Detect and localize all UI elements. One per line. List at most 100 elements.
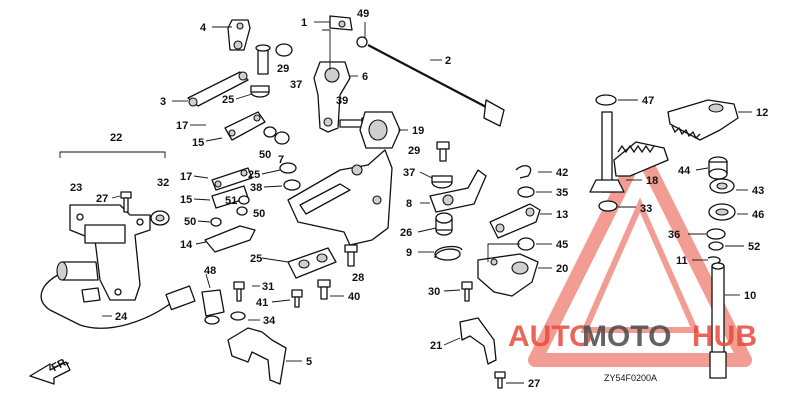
connector-1 [329,15,353,31]
callout-25-top: 25 [222,94,234,106]
callout-12: 12 [756,107,768,119]
link-17-lower [211,167,253,191]
watermark-text: AUTO MOTO HUB [508,320,757,353]
callout-31: 31 [262,281,274,293]
bolt-27-left [120,191,132,213]
callout-43: 43 [752,185,764,197]
callout-39: 39 [336,95,348,107]
connector-48 [201,289,225,325]
callout-38: 38 [250,182,262,194]
main-bracket [287,149,393,246]
pin-29 [255,44,271,75]
callout-25-low: 25 [250,253,262,265]
callout-5: 5 [306,356,312,368]
arm-8 [429,169,487,213]
callout-1: 1 [301,17,307,29]
callout-29-center: 29 [408,145,420,157]
callouts: 4 1 49 2 29 37 6 3 25 39 19 17 15 50 7 2… [70,8,768,390]
washer-36 [706,228,726,240]
callout-15-lower: 15 [180,194,192,206]
shift-rod-10 [709,262,727,379]
shift-lever-6 [313,61,351,133]
bushing-45 [517,237,535,251]
link-13 [489,203,541,239]
washer-50c [236,206,248,216]
watermark-moto: MOTO [582,320,671,353]
callout-6: 6 [362,71,368,83]
collar-26 [435,212,453,236]
callout-21: 21 [430,340,442,352]
bolt-31 [233,281,245,302]
callout-41: 41 [256,297,268,309]
callout-37-top: 37 [290,79,302,91]
holder-20 [477,253,539,297]
bolt-29-center [436,141,450,162]
collar-44 [708,156,728,180]
link-15-upper [224,111,266,141]
callout-45: 45 [556,239,568,251]
callout-17-upper: 17 [176,120,188,132]
callout-17-lower: 17 [180,171,192,183]
gear-sector-12 [667,99,739,141]
callout-32: 32 [157,177,169,189]
callout-18: 18 [646,175,658,187]
bearing-46 [708,203,736,221]
collar-38 [283,179,301,191]
lever-4 [227,19,251,51]
watermark-logo [528,143,752,367]
callout-20: 20 [556,263,568,275]
callout-40: 40 [348,291,360,303]
callout-24: 24 [115,311,128,323]
shift-cable-2 [356,36,505,127]
watermark-hub: HUB [692,320,757,353]
callout-26: 26 [400,227,412,239]
callout-3: 3 [160,96,166,108]
washer-34 [230,311,246,321]
bolt-30 [461,281,473,302]
callout-49: 49 [357,8,369,20]
callout-8: 8 [406,198,412,210]
clip-42 [515,165,532,179]
washer-7 [274,131,290,145]
callout-44: 44 [678,165,691,177]
callout-34: 34 [263,315,276,327]
link-rod-3 [187,71,249,107]
callout-7: 7 [278,154,284,166]
bracket-21 [459,317,497,365]
plate-14 [204,225,256,253]
bolt-27-bottom [494,371,506,389]
watermark-inner-triangle [580,197,700,333]
collar-37-center [431,175,453,189]
callout-2: 2 [445,55,451,67]
callout-35: 35 [556,187,568,199]
callout-52: 52 [748,241,760,253]
watermark-triangle [528,143,752,367]
callout-9: 9 [406,247,412,259]
callout-47: 47 [642,95,654,107]
callout-11: 11 [676,255,688,267]
bolt-40 [317,279,331,300]
callout-19: 19 [412,125,424,137]
circlip-52 [708,241,724,251]
callout-36: 36 [668,229,680,241]
callout-27-left: 27 [96,193,108,205]
washer-50a [263,126,277,138]
callout-48: 48 [204,265,216,277]
bracket-assembly-22 [40,151,196,329]
bushing-25-top [250,85,270,98]
diagram-code: ZY54F0200A [604,373,657,383]
callout-15-upper: 15 [192,137,204,149]
callout-14: 14 [180,239,193,251]
callout-27-bottom: 27 [528,378,540,390]
callout-50-a: 50 [259,149,271,161]
callout-37-center: 37 [403,167,415,179]
plate-5 [227,327,287,385]
washer-33 [598,200,618,212]
bearing-43 [709,178,735,194]
callout-22: 22 [110,132,122,144]
callout-30: 30 [428,286,440,298]
rubber-mount [287,247,337,279]
washer-50b [210,217,222,227]
